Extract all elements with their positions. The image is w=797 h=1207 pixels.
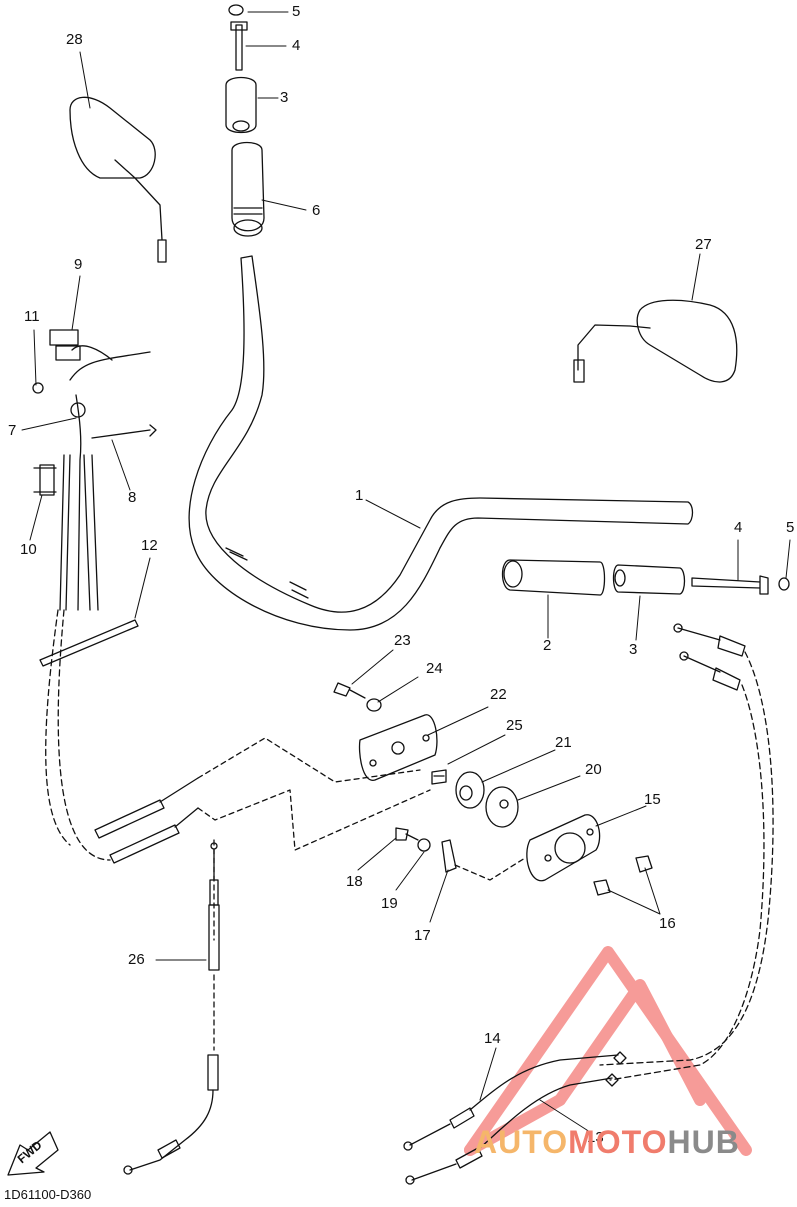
callout-28: 28 bbox=[66, 31, 83, 48]
cables-13-14 bbox=[403, 1051, 627, 1185]
handlebar bbox=[188, 255, 694, 631]
throttle-cables-right bbox=[673, 623, 746, 691]
callout-8: 8 bbox=[128, 489, 137, 506]
switch-housing-right bbox=[526, 814, 601, 882]
throttle-cables-left bbox=[45, 609, 111, 861]
fwd-arrow-icon bbox=[7, 1131, 59, 1176]
bar-end-weight-top bbox=[225, 76, 257, 134]
cable-ends-left bbox=[39, 619, 199, 864]
bolt-right bbox=[691, 575, 790, 595]
leader-lines bbox=[21, 11, 791, 1133]
callout-16: 16 bbox=[659, 915, 676, 932]
callout-6: 6 bbox=[312, 202, 321, 219]
bar-end-weight-right bbox=[612, 564, 686, 595]
washer-24 bbox=[366, 698, 382, 712]
callout-22: 22 bbox=[490, 686, 507, 703]
watermark-hub: HUB bbox=[667, 1124, 740, 1160]
washer-19 bbox=[417, 838, 431, 852]
grip-right bbox=[501, 559, 606, 596]
watermark-auto: AUTO bbox=[474, 1124, 569, 1160]
cable-26 bbox=[123, 842, 220, 1175]
callout-20: 20 bbox=[585, 761, 602, 778]
callout-19: 19 bbox=[381, 895, 398, 912]
callout-23: 23 bbox=[394, 632, 411, 649]
callout-25: 25 bbox=[506, 717, 523, 734]
pulley-20 bbox=[485, 786, 519, 828]
callout-1: 1 bbox=[355, 487, 364, 504]
watermark-logo bbox=[464, 946, 752, 1156]
part-code: 1D61100-D360 bbox=[4, 1187, 92, 1202]
callout-2: 2 bbox=[543, 637, 552, 654]
switch-housing-left bbox=[358, 714, 438, 781]
callout-5-right: 5 bbox=[786, 519, 795, 536]
callout-9: 9 bbox=[74, 256, 83, 273]
assembly-lines bbox=[197, 737, 526, 1051]
bolt-top bbox=[228, 4, 248, 71]
throttle-cables-right-lines bbox=[599, 651, 774, 1081]
watermark-text: AUTOMOTOHUB bbox=[474, 1124, 740, 1161]
grip-left bbox=[231, 141, 265, 237]
callout-12: 12 bbox=[141, 537, 158, 554]
callout-7: 7 bbox=[8, 422, 17, 439]
clip-17 bbox=[441, 839, 457, 873]
callout-13: 13 bbox=[587, 1129, 604, 1146]
callout-24: 24 bbox=[426, 660, 443, 677]
callout-15: 15 bbox=[644, 791, 661, 808]
guide-21 bbox=[455, 771, 485, 809]
callout-3-right: 3 bbox=[629, 641, 638, 658]
spring-25 bbox=[431, 769, 447, 785]
callout-5-top: 5 bbox=[292, 3, 301, 20]
callout-14: 14 bbox=[484, 1030, 501, 1047]
callout-4-right: 4 bbox=[734, 519, 743, 536]
clutch-cables bbox=[32, 329, 157, 611]
callout-21: 21 bbox=[555, 734, 572, 751]
screw-18 bbox=[395, 827, 419, 841]
callout-4-top: 4 bbox=[292, 37, 301, 54]
mirror-left bbox=[69, 96, 167, 263]
callout-10: 10 bbox=[20, 541, 37, 558]
callout-11: 11 bbox=[24, 308, 40, 325]
callout-3-top: 3 bbox=[280, 89, 289, 106]
callout-27: 27 bbox=[695, 236, 712, 253]
watermark-moto: MOTO bbox=[568, 1124, 668, 1160]
mirror-right bbox=[573, 299, 738, 383]
callout-26: 26 bbox=[128, 951, 145, 968]
screw-23 bbox=[333, 682, 366, 699]
nuts-16 bbox=[593, 855, 653, 896]
callout-17: 17 bbox=[414, 927, 431, 944]
callout-18: 18 bbox=[346, 873, 363, 890]
